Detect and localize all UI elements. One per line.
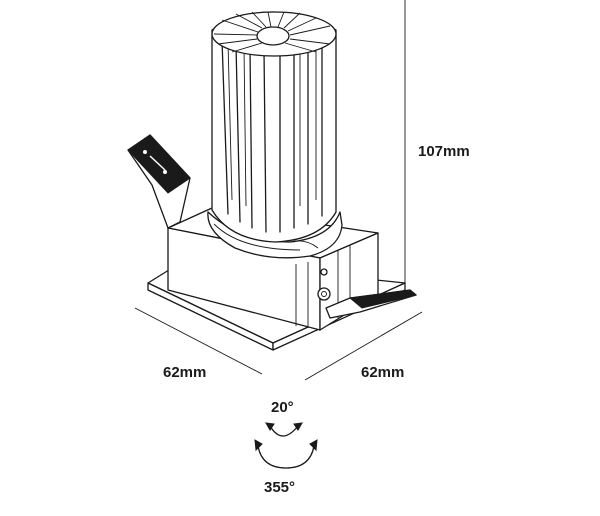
- tilt-arc-arrow: [265, 422, 303, 437]
- width-left-dimension-label: 62mm: [163, 364, 207, 381]
- rotation-arc-arrow: [254, 439, 318, 469]
- height-dimension-label: 107mm: [418, 143, 470, 160]
- tilt-angle-label: 20°: [271, 399, 294, 416]
- width-right-dimension-label: 62mm: [361, 364, 405, 381]
- rotation-angle-label: 355°: [264, 479, 296, 496]
- width-dimension-lines: [134, 307, 423, 381]
- pivot-screw: [317, 268, 331, 301]
- right-spring-clip: [325, 289, 418, 319]
- heat-sink: [211, 11, 337, 243]
- left-spring-clip: [127, 134, 191, 229]
- heat-sink-top: [211, 11, 337, 57]
